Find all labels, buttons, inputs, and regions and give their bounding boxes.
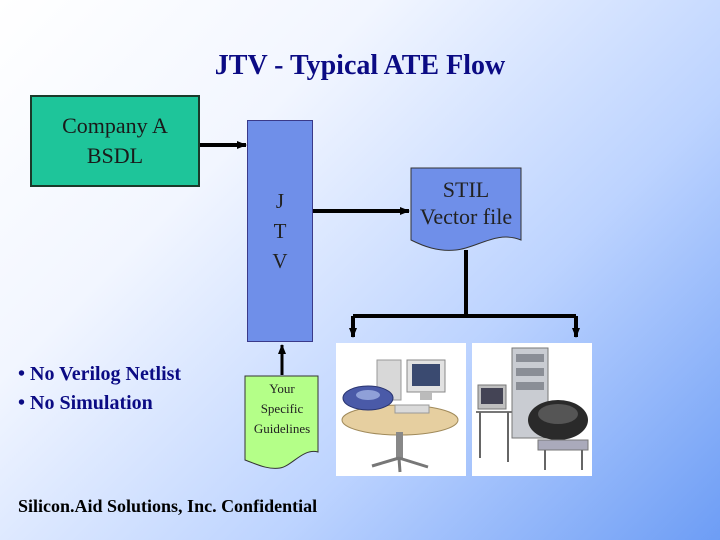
guidelines-line3: Guidelines — [254, 421, 310, 436]
connector-stil-to-testers — [349, 250, 580, 338]
jtv-letter-v: V — [272, 249, 288, 273]
guidelines-line1: Your — [269, 381, 295, 396]
bullet-list: • No Verilog Netlist • No Simulation — [18, 360, 181, 418]
guidelines-line2: Specific — [261, 401, 304, 416]
ate-tester-photo — [472, 343, 592, 476]
jtv-letter-j: J — [275, 189, 285, 213]
company-box-line1: Company A — [62, 113, 168, 138]
jtv-box: J T V — [247, 120, 313, 342]
your-specific-guidelines-doc: Your Specific Guidelines — [244, 375, 319, 469]
stil-doc-line1: STIL — [443, 177, 489, 202]
footer-confidential: Silicon.Aid Solutions, Inc. Confidential — [18, 496, 318, 516]
ate-workstation-photo — [336, 343, 466, 476]
bullet-no-simulation: • No Simulation — [18, 392, 153, 414]
company-a-bsdl-box: Company A BSDL — [30, 95, 200, 187]
company-box-line2: BSDL — [86, 143, 144, 168]
stil-doc-line2: Vector file — [420, 204, 512, 229]
stil-vector-file-doc: STIL Vector file — [410, 167, 522, 251]
slide-title: JTV - Typical ATE Flow — [214, 50, 506, 81]
jtv-letter-t: T — [273, 219, 287, 243]
bullet-no-verilog-netlist: • No Verilog Netlist — [18, 363, 182, 385]
